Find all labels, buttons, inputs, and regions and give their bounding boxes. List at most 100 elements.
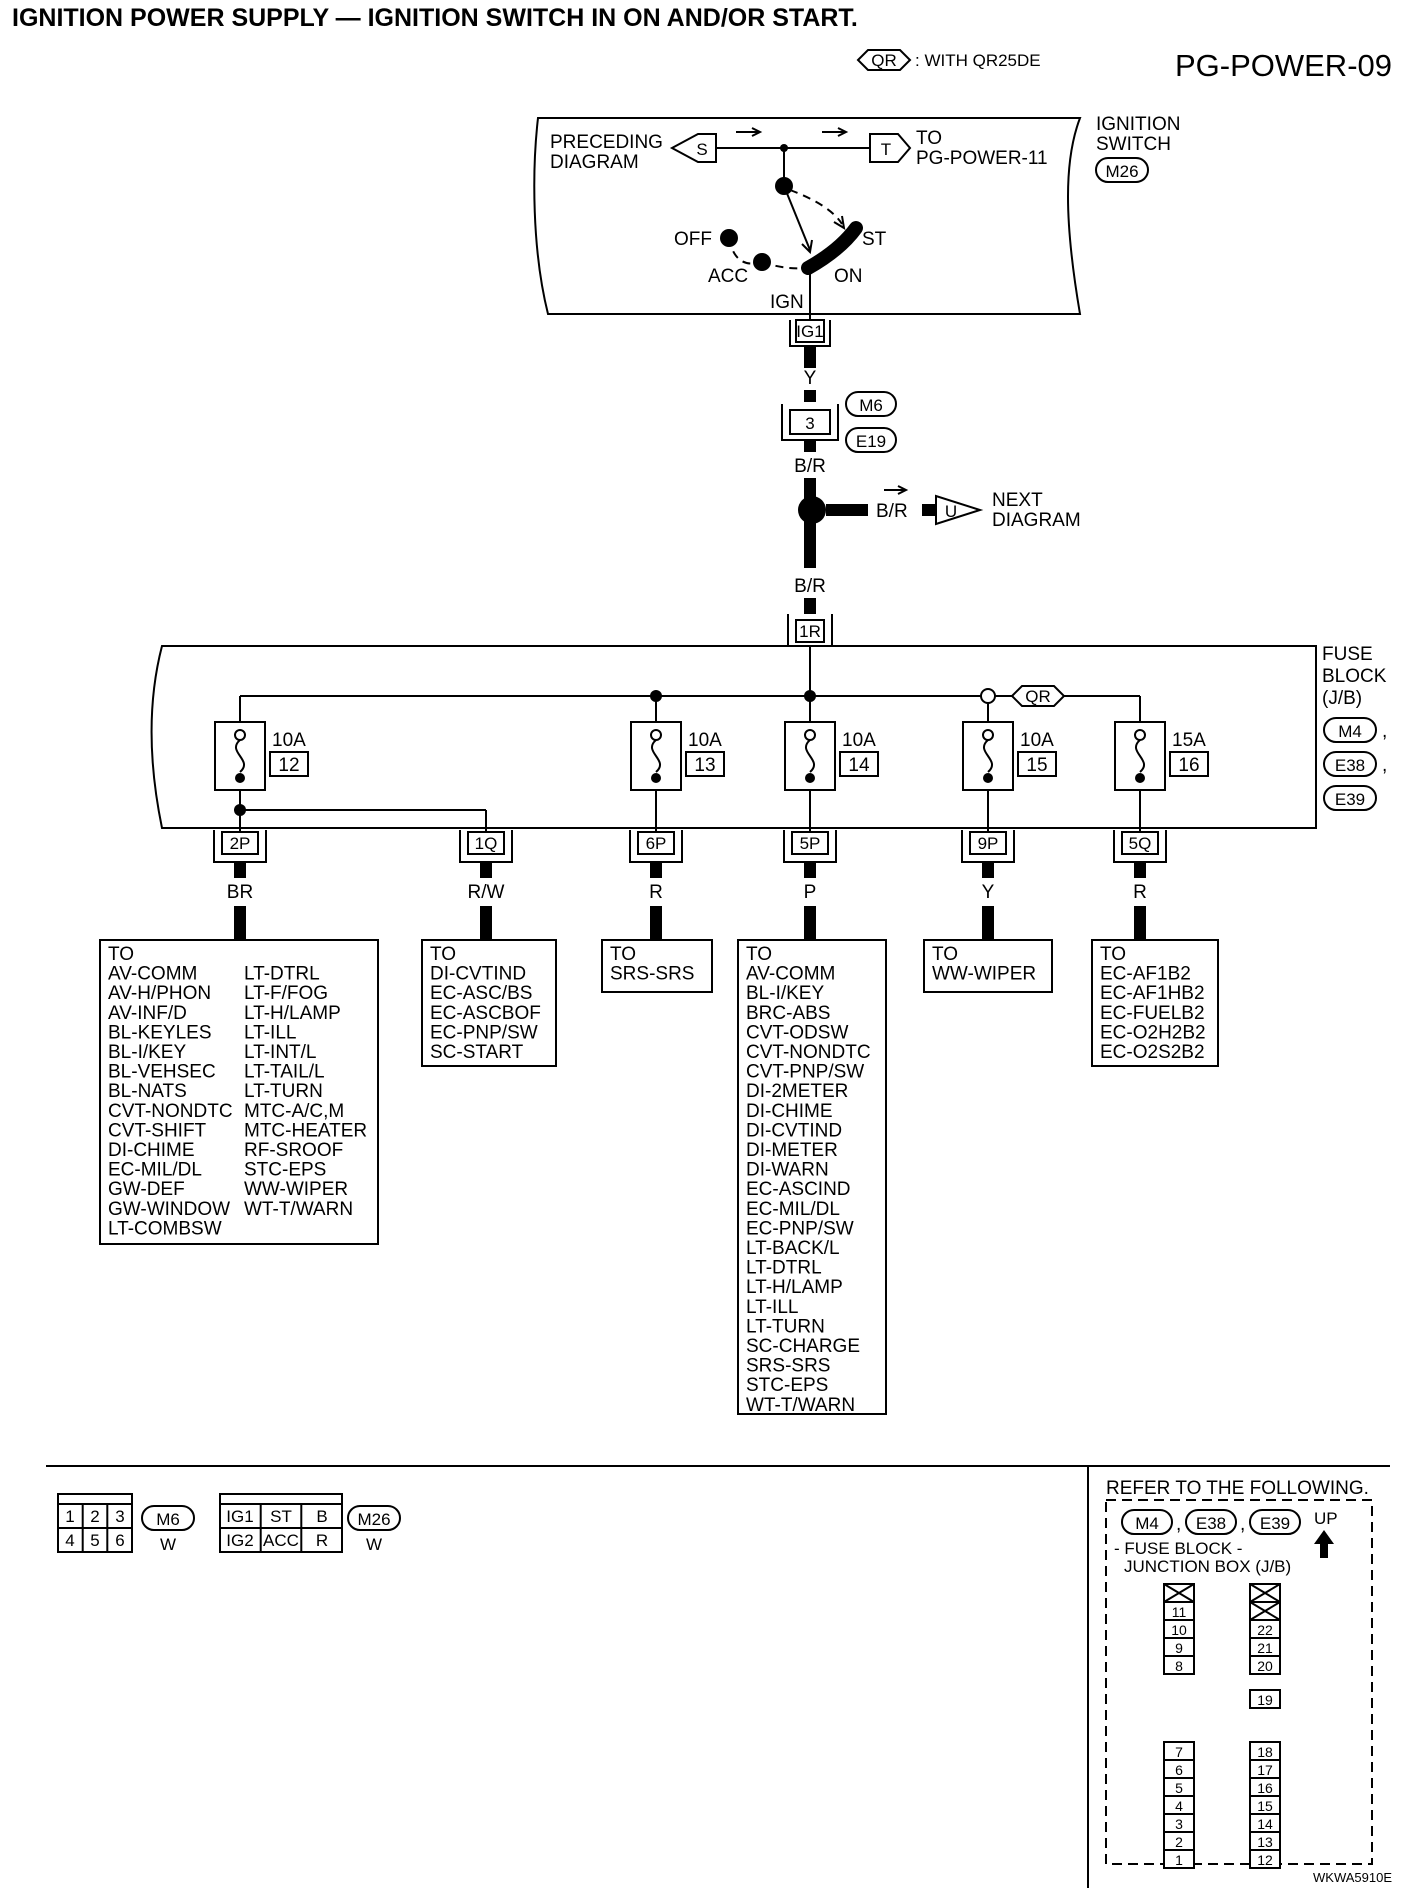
reference-line-1: - FUSE BLOCK - — [1114, 1539, 1242, 1558]
fuse-block-input-terminal: 1R — [787, 614, 833, 647]
to-tag: T — [881, 140, 891, 159]
destination-item: LT-TURN — [746, 1316, 825, 1337]
destination-item: LT-F/FOG — [244, 983, 328, 1004]
destination-item: DI-2METER — [746, 1081, 848, 1102]
fuse-slot — [1249, 1689, 1281, 1709]
qr-legend-text: : WITH QR25DE — [915, 51, 1041, 70]
destination-item: LT-INT/L — [244, 1042, 317, 1063]
ignition-switch-connector-tag — [1095, 157, 1149, 183]
m6-cell-1: 1 — [65, 1507, 74, 1526]
wire-color-br-mid: B/R — [794, 456, 826, 477]
destination-item: CVT-NONDTC — [108, 1101, 233, 1122]
wire-color-br-low: B/R — [794, 576, 826, 597]
switch-pos-acc: ACC — [708, 266, 748, 287]
fuse-slot-number: 18 — [1257, 1744, 1273, 1760]
svg-text:,: , — [1176, 1514, 1181, 1535]
output-2p: 2P BR — [213, 830, 267, 940]
to-label-2: PG-POWER-11 — [916, 148, 1048, 169]
destination-item: WT-T/WARN — [746, 1395, 855, 1416]
destination-item: BL-KEYLES — [108, 1022, 212, 1043]
destination-item: LT-COMBSW — [108, 1218, 222, 1239]
fuse-slot-number: 5 — [1175, 1780, 1183, 1796]
output-1q-wire: R/W — [468, 882, 505, 903]
svg-text:,: , — [1382, 721, 1387, 742]
fuse-12: 10A 12 — [214, 721, 309, 791]
diagram-title: IGNITION POWER SUPPLY — IGNITION SWITCH … — [12, 4, 858, 32]
joint-terminal: 3 — [805, 414, 814, 433]
destination-item: MTC-HEATER — [244, 1120, 367, 1141]
destination-item: DI-WARN — [746, 1160, 829, 1181]
m6-cell-2: 2 — [90, 1507, 99, 1526]
fuse-14-amps: 10A — [842, 730, 876, 751]
switch-pos-off: OFF — [674, 229, 712, 250]
output-6p: 6P R — [629, 830, 683, 940]
reference-line-2: JUNCTION BOX (J/B) — [1124, 1557, 1291, 1576]
destination-item: LT-TAIL/L — [244, 1062, 325, 1083]
destination-item: SRS-SRS — [746, 1356, 830, 1377]
destination-item: EC-O2H2B2 — [1100, 1022, 1206, 1043]
destination-item: SRS-SRS — [610, 964, 694, 985]
destination-item: WW-WIPER — [244, 1179, 348, 1200]
m26-cell-ig1: IG1 — [226, 1507, 253, 1526]
m26-cell-ig2: IG2 — [226, 1531, 253, 1550]
destination-item: TO — [746, 944, 772, 965]
fuse-block: FUSE BLOCK (J/B) M4 , E38 , E39 QR — [150, 644, 1387, 836]
connector-view-m26: IG1 ST B IG2 ACC R M26 W — [219, 1493, 401, 1554]
destination-item: TO — [430, 944, 456, 965]
fuse-slot-number: 11 — [1172, 1604, 1187, 1620]
fuse-15-number: 15 — [1026, 755, 1047, 776]
destination-item: EC-ASC/BS — [430, 983, 532, 1004]
fuse-slot-number: 19 — [1257, 1692, 1273, 1708]
fuse-slot-number: 20 — [1257, 1658, 1273, 1674]
switch-on-st-contact — [801, 221, 863, 275]
preceding-diagram-label-2: DIAGRAM — [550, 152, 639, 173]
destination-item: EC-MIL/DL — [746, 1199, 840, 1220]
preceding-diagram-label: PRECEDING — [550, 132, 663, 153]
fuse-slot-number: 9 — [1175, 1640, 1183, 1656]
destination-item: MTC-A/C,M — [244, 1101, 344, 1122]
fuse-slot — [1163, 1655, 1195, 1675]
fuse-15: 10A 15 — [962, 721, 1057, 791]
output-6p-wire: R — [649, 882, 663, 903]
destination-item: LT-BACK/L — [746, 1238, 840, 1259]
fuse-slot-number: 1 — [1175, 1852, 1183, 1868]
output-9p: 9P Y — [961, 830, 1015, 940]
reference-conn-m4: M4 — [1135, 1514, 1159, 1533]
output-5p-wire: P — [804, 882, 817, 903]
fuse-slot-number: 22 — [1257, 1622, 1273, 1638]
fuse-slot-number: 4 — [1175, 1798, 1183, 1814]
m26-code: M26 — [357, 1510, 390, 1529]
fuse-16: 15A 16 — [1114, 721, 1209, 791]
destination-item: DI-METER — [746, 1140, 838, 1161]
up-arrow-icon — [1314, 1530, 1334, 1558]
destination-item: BL-VEHSEC — [108, 1062, 216, 1083]
destination-item: AV-COMM — [108, 964, 197, 985]
next-diagram-label-2: DIAGRAM — [992, 510, 1081, 531]
output-5p: 5P P — [783, 830, 837, 940]
fuse-slot-number: 15 — [1257, 1798, 1273, 1814]
fuse-slot — [1163, 1849, 1195, 1869]
next-diagram-tag-shape — [935, 494, 984, 526]
to-label: TO — [916, 128, 942, 149]
output-9p-wire: Y — [982, 882, 995, 903]
destination-item: STC-EPS — [244, 1160, 326, 1181]
destination-item: DI-CVTIND — [746, 1120, 842, 1141]
splice-point — [798, 496, 826, 524]
qr-legend: QR : WITH QR25DE — [856, 49, 1041, 71]
current-arrow — [822, 127, 849, 137]
fuse-16-number: 16 — [1178, 755, 1199, 776]
destination-item: STC-EPS — [746, 1375, 828, 1396]
destination-item: EC-PNP/SW — [746, 1218, 854, 1239]
ignition-switch-connector: M26 — [1105, 162, 1138, 181]
destination-item: TO — [610, 944, 636, 965]
destination-box-1q — [421, 939, 557, 1067]
destination-item: TO — [932, 944, 958, 965]
reference-up-label: UP — [1314, 1509, 1338, 1528]
fuse-13-number: 13 — [694, 755, 715, 776]
switch-pos-on: ON — [834, 266, 863, 287]
ignition-switch-label: IGNITION — [1096, 114, 1180, 135]
qr-legend-tag: QR — [871, 51, 897, 70]
reference-heading: REFER TO THE FOLLOWING. — [1106, 1478, 1369, 1499]
